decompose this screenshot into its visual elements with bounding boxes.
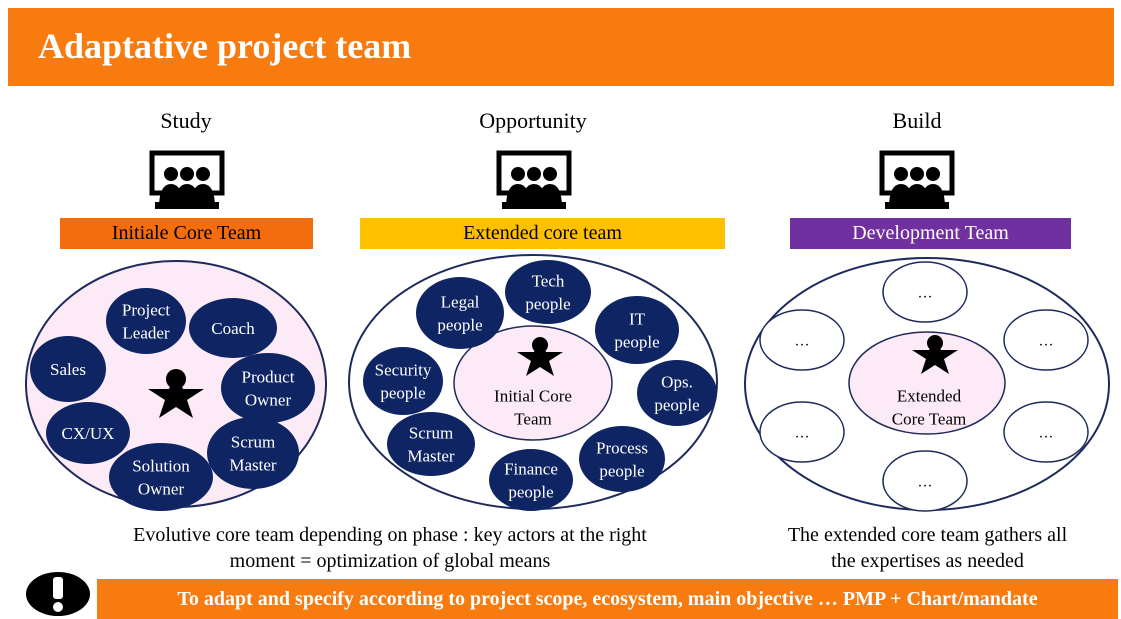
build-member-bubble-label: …	[1039, 425, 1054, 441]
caption-right-line-1: The extended core team gathers all	[787, 524, 1068, 546]
build-member-bubble	[882, 261, 968, 323]
build-member-bubble-label: …	[918, 285, 933, 301]
study-member-bubble	[221, 353, 315, 423]
study-member-bubble	[106, 288, 186, 354]
caption-right: The extended core team gathers all the e…	[750, 522, 1105, 574]
opportunity-member-bubble	[489, 449, 573, 511]
caption-left: Evolutive core team depending on phase :…	[60, 522, 720, 574]
meeting-room-icon	[496, 150, 572, 209]
study-member-bubble	[207, 417, 299, 489]
caption-left-line-1: Evolutive core team depending on phase :…	[133, 524, 647, 546]
opportunity-member-bubble	[579, 426, 665, 492]
star-person-icon	[912, 335, 958, 374]
study-member-bubble	[109, 443, 213, 511]
build-member-bubble	[759, 309, 845, 371]
opportunity-member-bubble	[387, 412, 475, 476]
star-person-icon	[148, 369, 204, 418]
star-person-icon	[517, 337, 563, 376]
build-member-bubble	[1003, 401, 1089, 463]
opportunity-member-bubble	[595, 296, 679, 364]
opportunity-member-bubble	[637, 360, 717, 426]
build-member-bubble	[882, 450, 968, 512]
page-title: Adaptative project team	[38, 26, 412, 66]
title-banner: Adaptative project team	[8, 8, 1114, 86]
opportunity-member-bubble	[416, 277, 504, 349]
study-member-bubble-label: Sales	[50, 360, 86, 379]
team-label-initial-core: Initiale Core Team	[60, 218, 313, 249]
opportunity-member-bubble	[505, 260, 591, 324]
phase-label-build: Build	[892, 108, 942, 133]
initial-core-ellipse	[453, 325, 613, 441]
opportunity-member-bubble-label: Ops.people	[654, 372, 699, 414]
team-label-extended-core: Extended core team	[360, 218, 725, 249]
meeting-room-icon	[149, 150, 225, 209]
extended-core-ellipse	[848, 331, 1006, 435]
study-member-bubble	[30, 336, 106, 402]
meeting-room-icon	[879, 150, 955, 209]
phase-label-opportunity: Opportunity	[479, 108, 587, 133]
warning-banner: To adapt and specify according to projec…	[97, 579, 1118, 619]
caption-right-line-2: the expertises as needed	[831, 550, 1024, 572]
build-member-bubble-label: …	[1039, 333, 1054, 349]
study-member-bubble	[46, 402, 130, 464]
phase-label-study: Study	[160, 108, 212, 133]
build-member-bubble-label: …	[918, 474, 933, 490]
study-member-bubble-label: CX/UX	[62, 424, 115, 443]
caption-left-line-2: moment = optimization of global means	[229, 550, 551, 572]
build-member-bubble	[759, 401, 845, 463]
build-member-bubble-label: …	[795, 333, 810, 349]
build-member-bubble	[1003, 309, 1089, 371]
build-member-bubble-label: …	[795, 425, 810, 441]
study-member-bubble	[189, 298, 277, 358]
team-label-development: Development Team	[790, 218, 1071, 249]
exclamation-icon	[26, 572, 90, 616]
opportunity-member-bubble	[363, 347, 443, 415]
study-member-bubble-label: Coach	[211, 319, 255, 338]
